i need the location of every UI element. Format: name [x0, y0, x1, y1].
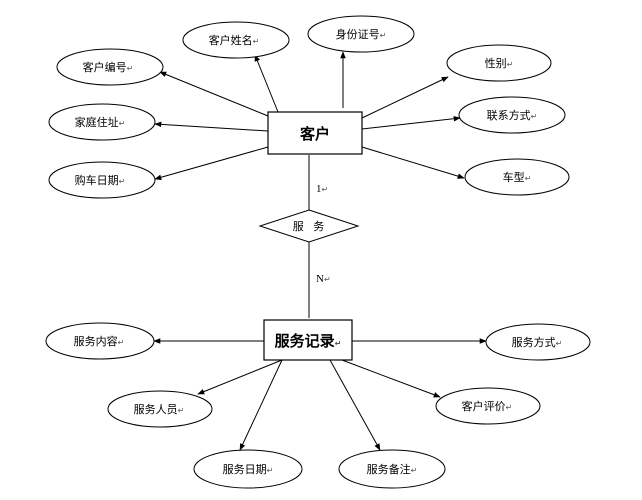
svg-text:客户姓名↵: 客户姓名↵	[209, 33, 260, 47]
attribute-home-address: 家庭住址↵	[48, 103, 156, 141]
attribute-home-address-label: 家庭住址	[75, 115, 119, 129]
attribute-customer-rating-label: 客户评价	[462, 399, 506, 413]
svg-text:车型↵: 车型↵	[503, 170, 532, 184]
connector-customer-id	[159, 71, 269, 117]
attribute-service-content: 服务内容↵	[45, 322, 155, 360]
connector-customer-name	[254, 54, 279, 113]
attribute-service-staff-label: 服务人员	[134, 403, 178, 416]
entity-customer: 客户	[267, 111, 363, 155]
svg-text:服务内容↵: 服务内容↵	[74, 334, 125, 348]
entity-customer-label: 客户	[299, 125, 330, 143]
svg-text:服务记录↵: 服务记录↵	[275, 332, 342, 350]
svg-text:服务人员↵: 服务人员↵	[134, 403, 185, 416]
attribute-service-staff: 服务人员↵	[107, 390, 213, 428]
relationship-service: 服 务	[258, 209, 360, 243]
attribute-contact-label: 联系方式	[487, 108, 531, 122]
attribute-purchase-date: 购车日期↵	[48, 161, 156, 199]
attribute-service-date: 服务日期↵	[193, 449, 303, 489]
svg-text:客户评价↵: 客户评价↵	[462, 399, 513, 413]
connector-customer-rating	[341, 359, 441, 398]
attribute-service-notes: 服务备注↵	[338, 449, 446, 489]
attribute-id-number-label: 身份证号	[336, 27, 380, 41]
attribute-customer-name-label: 客户姓名	[209, 33, 253, 47]
attribute-car-model: 车型↵	[464, 158, 570, 196]
connector-service-date	[239, 359, 283, 451]
cardinality-one: 1	[316, 183, 322, 195]
connector-service-staff	[197, 359, 283, 395]
svg-text:服务方式↵: 服务方式↵	[512, 335, 563, 349]
svg-text:家庭住址↵: 家庭住址↵	[75, 115, 126, 129]
entity-service-record-label: 服务记录	[275, 332, 335, 350]
attribute-service-date-label: 服务日期	[223, 463, 267, 476]
attribute-customer-id: 客户编号↵	[56, 48, 164, 86]
connector-service-notes	[329, 359, 381, 451]
attribute-service-notes-label: 服务备注	[367, 462, 411, 476]
svg-text:身份证号↵: 身份证号↵	[336, 27, 387, 41]
entity-service-record: 服务记录↵	[263, 319, 353, 361]
attribute-service-method: 服务方式↵	[485, 323, 591, 361]
attribute-service-content-label: 服务内容	[74, 334, 118, 348]
svg-text:N↵: N↵	[316, 273, 331, 285]
svg-text:购车日期↵: 购车日期↵	[75, 173, 126, 187]
svg-text:1↵: 1↵	[316, 183, 328, 195]
attribute-customer-id-label: 客户编号	[83, 60, 127, 74]
attribute-gender-label: 性别	[485, 56, 507, 70]
attribute-gender: 性别↵	[446, 44, 552, 82]
svg-text:性别↵: 性别↵	[485, 56, 514, 70]
cardinality-n: N	[316, 273, 324, 285]
svg-text:服务日期↵: 服务日期↵	[223, 463, 274, 476]
connector-purchase-date	[154, 146, 269, 180]
attribute-purchase-date-label: 购车日期	[75, 173, 119, 187]
connector-car-model	[361, 146, 465, 179]
connector-home-address	[154, 121, 269, 132]
attribute-contact: 联系方式↵	[458, 96, 566, 134]
attribute-car-model-label: 车型	[503, 170, 525, 184]
relationship-service-label: 服 务	[293, 220, 328, 233]
attribute-id-number: 身份证号↵	[307, 15, 415, 53]
attribute-customer-name: 客户姓名↵	[182, 21, 290, 59]
svg-text:联系方式↵: 联系方式↵	[487, 108, 538, 122]
svg-text:客户编号↵: 客户编号↵	[83, 60, 134, 74]
attribute-service-method-label: 服务方式	[512, 335, 556, 349]
attribute-customer-rating: 客户评价↵	[435, 387, 541, 425]
connector-gender	[361, 76, 449, 119]
svg-text:服务备注↵: 服务备注↵	[367, 462, 418, 476]
connector-contact	[361, 115, 461, 130]
